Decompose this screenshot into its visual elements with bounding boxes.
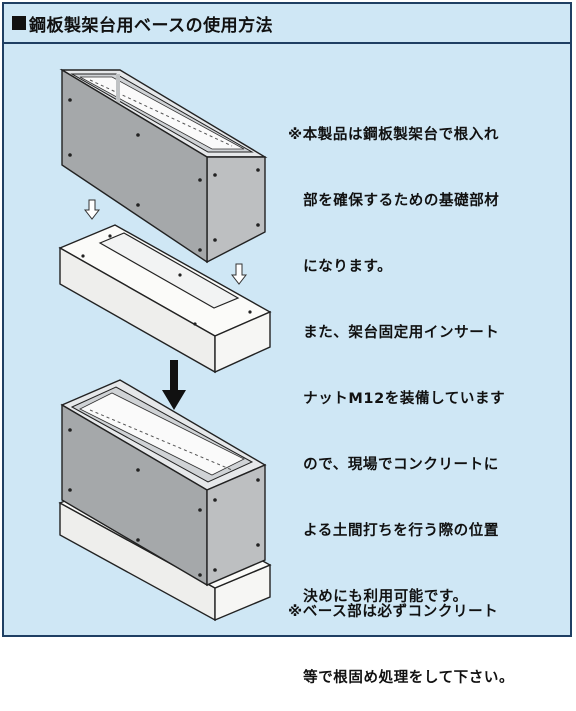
note-line: になります。 [288,259,393,275]
square-bullet-icon [12,16,26,30]
hollow-down-arrow-left [83,199,101,220]
base-unit-top [58,224,272,374]
hollow-down-arrow-right [230,263,248,285]
note-line: ※本製品は鋼板製架台で根入れ [288,127,499,143]
note-line: 部を確保するための基礎部材 [288,193,500,209]
page-title: 鋼板製架台用ベースの使用方法 [29,15,274,36]
solid-down-arrow [162,360,186,410]
assembled-unit [58,379,272,622]
note-line: また、架台固定用インサート [288,325,500,341]
steel-frame-top [59,68,268,264]
title-bar: 鋼板製架台用ベースの使用方法 [4,4,570,44]
note-line: ナットM12を装備しています [288,391,506,407]
note-concrete-fixing: ※ベース部は必ずコンクリート 等で根固め処理をして下さい。 [288,557,514,711]
assembly-illustration [58,68,272,622]
note-line: ※ベース部は必ずコンクリート [288,604,499,620]
note-base-purpose: ※本製品は鋼板製架台で根入れ 部を確保するための基礎部材 になります。 また、架… [288,80,505,630]
note-line: 等で根固め処理をして下さい。 [288,670,515,686]
note-line: よる土間打ちを行う際の位置 [288,523,499,539]
note-line: 決めにも利用可能です。 [288,589,468,605]
note-line: ので、現場でコンクリートに [288,457,499,473]
